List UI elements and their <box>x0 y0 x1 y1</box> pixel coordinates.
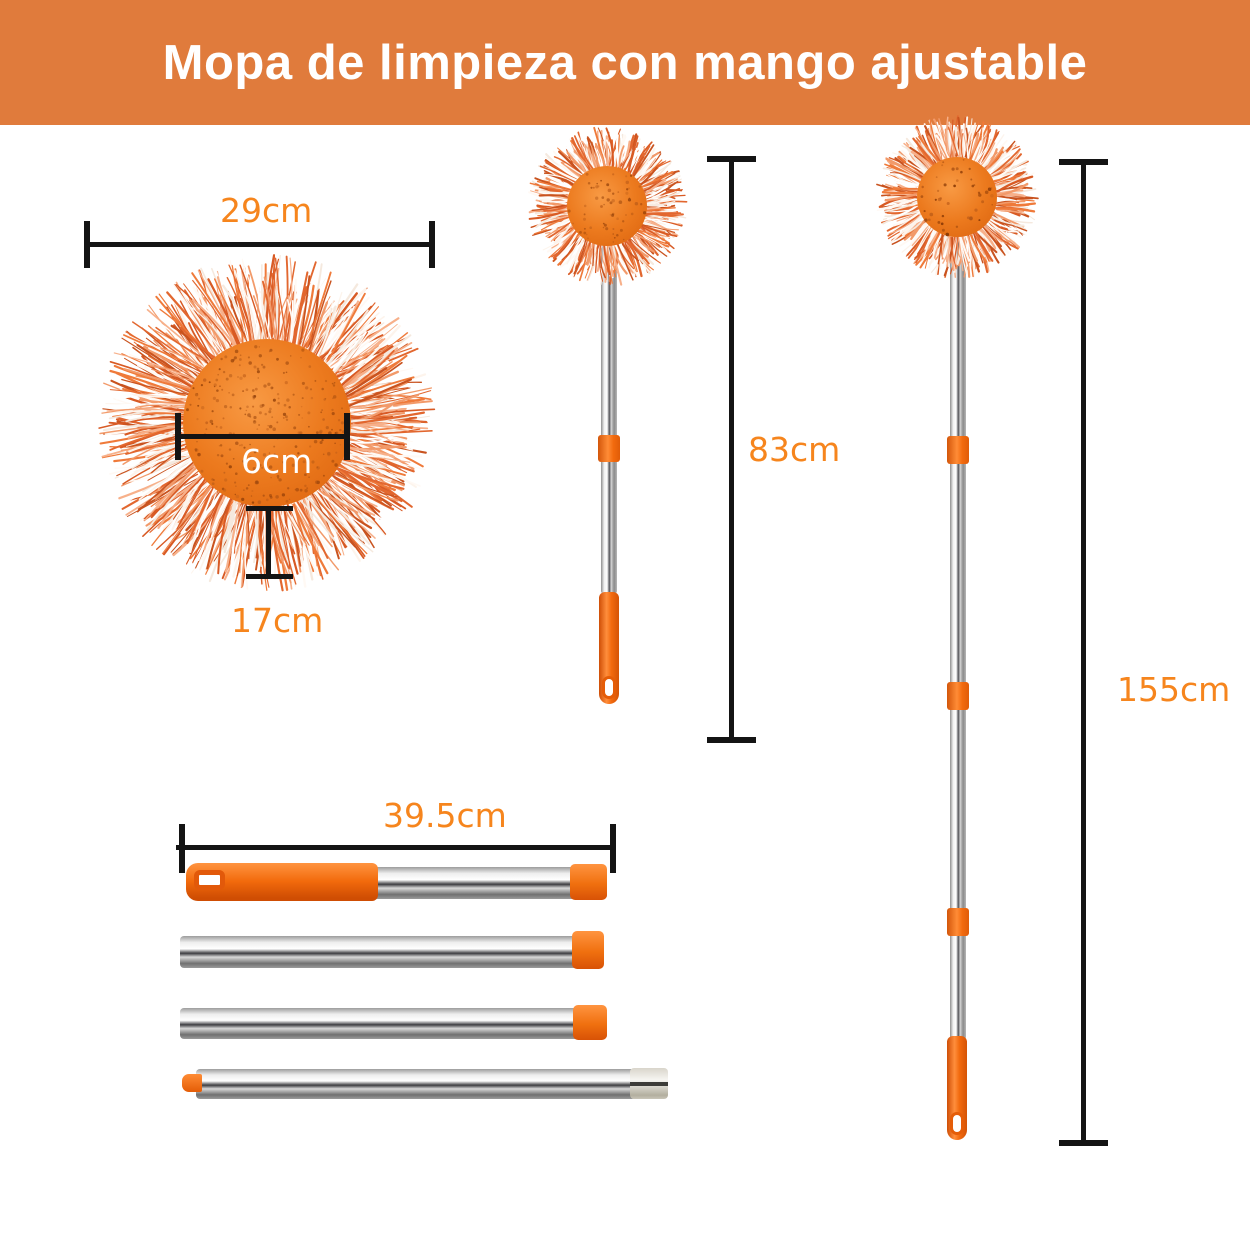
header-banner: Mopa de limpieza con mango ajustable <box>0 0 1250 125</box>
measure-cap <box>707 156 756 162</box>
thread-seam <box>630 1082 668 1087</box>
pole-segment-4 <box>196 1069 636 1099</box>
short-mop-handle <box>599 592 619 704</box>
grip-hole <box>194 870 225 890</box>
pole-segment-3 <box>180 1008 607 1039</box>
long-mop-handle <box>947 1036 967 1140</box>
segment-2-end-cap <box>572 931 604 969</box>
segment-1-end-cap <box>570 864 607 900</box>
measure-cap <box>610 824 616 873</box>
short-mop-connector <box>598 435 620 462</box>
measure-cap <box>344 413 350 460</box>
measure-cap <box>175 413 181 460</box>
handle-hole <box>950 1112 964 1135</box>
measure-cap <box>246 506 293 511</box>
long-mop-pole <box>950 228 966 1040</box>
long-mop-head <box>876 115 1039 278</box>
segment-1-grip <box>186 863 378 901</box>
handle-hole <box>602 676 616 699</box>
dim-label-mop-short: 83cm <box>748 430 841 469</box>
segment-4-tip <box>182 1074 202 1092</box>
page-title: Mopa de limpieza con mango ajustable <box>162 35 1088 90</box>
measure-line-fringe-length <box>266 508 271 578</box>
measure-cap <box>246 574 293 579</box>
measure-line-mop-long <box>1081 161 1086 1145</box>
long-mop-connector-3 <box>947 908 969 936</box>
segment-3-end-cap <box>573 1005 607 1040</box>
measure-cap <box>1059 159 1108 165</box>
segment-4-thread-cap <box>630 1068 668 1099</box>
pole-segment-2 <box>180 936 603 968</box>
short-mop-pole <box>601 228 617 594</box>
measure-line-mop-short <box>729 158 734 741</box>
long-mop-connector-1 <box>947 436 969 464</box>
measure-cap <box>429 221 435 268</box>
measure-line-core-diameter <box>178 434 348 439</box>
dim-label-core-diameter: 6cm <box>241 442 313 481</box>
measure-line-head-width <box>87 242 433 247</box>
measure-cap <box>1059 1140 1108 1146</box>
dim-label-segment: 39.5cm <box>383 796 507 835</box>
long-mop-connector-2 <box>947 682 969 710</box>
dim-label-fringe-length: 17cm <box>231 601 324 640</box>
dim-label-mop-long: 155cm <box>1117 670 1231 709</box>
measure-cap <box>707 737 756 743</box>
measure-cap <box>84 221 90 268</box>
short-mop-head <box>528 126 688 286</box>
dim-label-head-width: 29cm <box>220 191 313 230</box>
measure-cap <box>179 824 185 873</box>
measure-line-segment <box>176 845 613 850</box>
